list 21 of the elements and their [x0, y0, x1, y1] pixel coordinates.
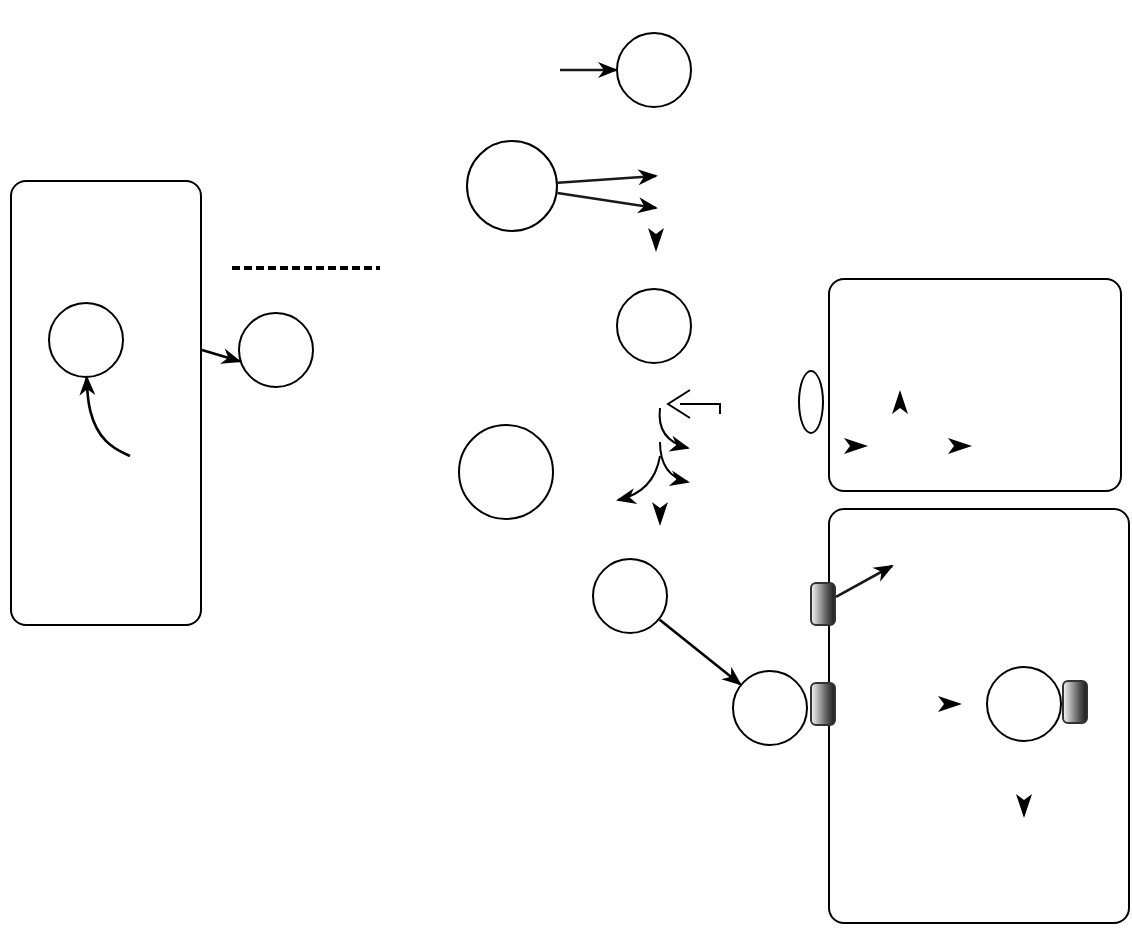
arrow — [658, 618, 742, 686]
receptor-cylinder — [1061, 679, 1088, 724]
circle-node — [616, 32, 692, 108]
circle-node — [592, 558, 668, 634]
rounded-box — [828, 278, 1122, 492]
arrow — [201, 348, 242, 364]
arrow — [835, 564, 894, 598]
arrow — [560, 62, 618, 78]
ellipse-node — [798, 370, 824, 434]
arrow — [557, 191, 658, 214]
circle-node — [458, 424, 554, 520]
receptor-cylinder — [810, 682, 836, 726]
receptor-cylinder — [810, 582, 836, 626]
circle-node — [466, 140, 558, 232]
circle-node — [47, 301, 124, 378]
arrow — [79, 375, 131, 458]
circle-node — [732, 670, 808, 746]
rounded-box — [10, 180, 202, 626]
arrow — [557, 169, 658, 186]
circle-node — [238, 312, 314, 388]
circle-node — [616, 288, 692, 364]
